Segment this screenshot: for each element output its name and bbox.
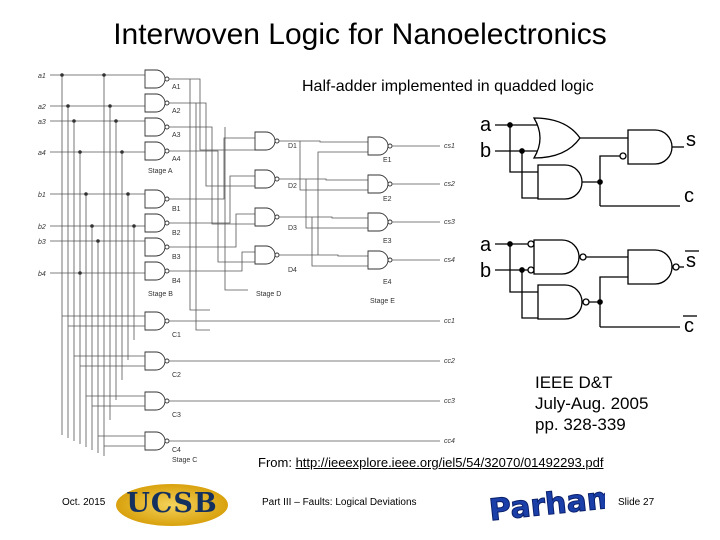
input-label: a2	[38, 104, 46, 111]
gate-label: E3	[383, 238, 392, 245]
output-label: cs4	[444, 257, 455, 264]
quadded-circuit: a1 a2 a3 a4 b1 b2 b3 b4	[38, 69, 455, 464]
ha-output-c-bar: c	[684, 315, 694, 337]
gate-label: D2	[288, 183, 297, 190]
output-label: cs3	[444, 219, 455, 226]
input-label: b4	[38, 271, 46, 278]
stage-label: Stage E	[370, 298, 395, 305]
gate-label: C4	[172, 447, 181, 454]
stage-label: Stage A	[148, 168, 173, 175]
gate-label: A4	[172, 156, 181, 163]
input-label: b2	[38, 224, 46, 231]
footer-date: Oct. 2015	[62, 497, 106, 508]
ha-output-s-bar: s	[686, 250, 696, 272]
ha-output-s: s	[686, 129, 696, 151]
gate-label: C2	[172, 372, 181, 379]
gate-label: A2	[172, 108, 181, 115]
signature-logo: B Parhami	[480, 480, 605, 526]
gate-label: D3	[288, 225, 297, 232]
source-link[interactable]: http://ieeexplore.ieee.org/iel5/54/32070…	[295, 455, 604, 470]
footer-course: Part III – Faults: Logical Deviations	[262, 497, 417, 508]
source-line: From: http://ieeexplore.ieee.org/iel5/54…	[258, 455, 603, 470]
logo-text: UCSB	[126, 488, 218, 519]
source-prefix: From:	[258, 455, 296, 470]
output-label: cc3	[444, 398, 455, 405]
slide-title: Interwoven Logic for Nanoelectronics	[113, 18, 607, 51]
diagram-subtitle: Half-adder implemented in quadded logic	[302, 78, 594, 95]
ha-input-a: a	[480, 114, 492, 136]
circuit-diagrams: a1 a2 a3 a4 b1 b2 b3 b4	[38, 69, 699, 464]
gate-label: A1	[172, 84, 181, 91]
output-label: cc1	[444, 318, 455, 325]
gate-label: A3	[172, 132, 181, 139]
gate-label: E4	[383, 279, 392, 286]
ha-input-a: a	[480, 234, 492, 256]
input-label: a4	[38, 150, 46, 157]
citation: IEEE D&T July-Aug. 2005 pp. 328-339	[535, 372, 648, 435]
gate-label: D1	[288, 143, 297, 150]
ucsb-logo: UCSB	[116, 484, 228, 526]
input-label: a1	[38, 73, 46, 80]
citation-date: July-Aug. 2005	[535, 394, 649, 413]
output-label: cs2	[444, 181, 455, 188]
stage-label: Stage D	[256, 291, 281, 298]
citation-journal: IEEE D&T	[535, 373, 613, 392]
output-label: cc4	[444, 438, 455, 445]
gate-label: C3	[172, 412, 181, 419]
slide-number: Slide 27	[618, 497, 655, 508]
gate-label: C1	[172, 332, 181, 339]
input-label: b1	[38, 192, 46, 199]
gate-label: E1	[383, 157, 392, 164]
ha-output-c: c	[684, 185, 694, 207]
half-adder-top	[495, 117, 684, 207]
output-label: cs1	[444, 143, 455, 150]
output-label: cc2	[444, 358, 455, 365]
input-label: a3	[38, 119, 46, 126]
gate-label: D4	[288, 267, 297, 274]
gate-label: B1	[172, 206, 181, 213]
signature-text: B Parhami	[480, 480, 605, 526]
gate-label: B3	[172, 254, 181, 261]
gate-label: B2	[172, 230, 181, 237]
citation-pages: pp. 328-339	[535, 415, 626, 434]
input-label: b3	[38, 239, 46, 246]
stage-label: Stage B	[148, 291, 173, 298]
ha-input-b: b	[480, 260, 491, 282]
gate-label: E2	[383, 196, 392, 203]
stage-label: Stage C	[172, 457, 197, 464]
ha-input-b: b	[480, 140, 491, 162]
half-adder-bottom	[495, 239, 684, 328]
gate-label: B4	[172, 278, 181, 285]
